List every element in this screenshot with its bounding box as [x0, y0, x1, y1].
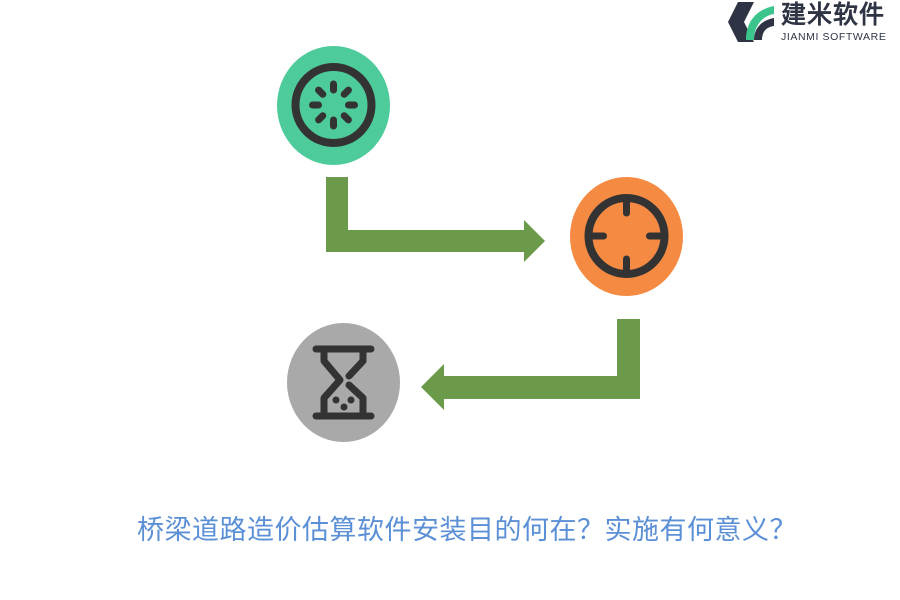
- logo-name-en: JIANMI SOFTWARE: [781, 31, 887, 43]
- logo-name-cn: 建米软件: [781, 0, 886, 29]
- page-title: 桥梁道路造价估算软件安装目的何在？实施有何意义？: [137, 515, 797, 546]
- flow-arrow-left: [421, 319, 640, 410]
- node-loading: [277, 46, 390, 165]
- brand-logo: 建米软件 JIANMI SOFTWARE: [724, 0, 900, 48]
- flow-arrow-right: [326, 177, 545, 262]
- logo-mark-icon: [728, 2, 774, 42]
- hourglass-icon: [312, 345, 375, 420]
- crosshair-target-icon: [584, 194, 669, 278]
- loading-spinner-icon: [291, 63, 376, 147]
- node-hourglass: [287, 323, 400, 442]
- node-target: [570, 177, 683, 296]
